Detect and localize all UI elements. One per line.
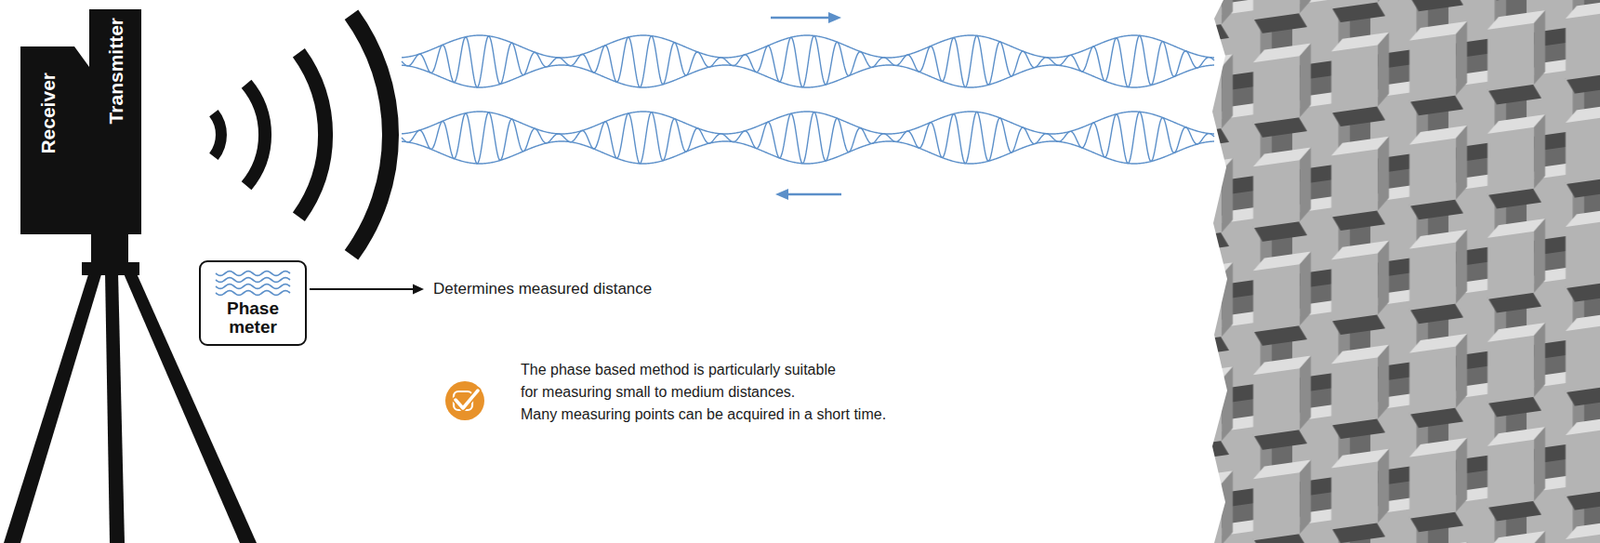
- method-note: The phase based method is particularly s…: [520, 358, 847, 404]
- modulated-waves-part: [401, 111, 1215, 134]
- phase-meter-box: Phase meter: [198, 260, 307, 346]
- tripod-part: [3, 271, 103, 543]
- receiver-label: Receiver: [38, 72, 58, 155]
- transmitter-label: Transmitter: [105, 17, 126, 124]
- phase-meter-label: Phase meter: [200, 262, 305, 344]
- leader-arrow: [309, 284, 424, 295]
- modulated-waves-part: [401, 35, 1215, 58]
- check-icon: [445, 381, 485, 421]
- check-icon-part: [445, 381, 485, 421]
- check-icon-part: [455, 390, 478, 409]
- modulated-waves-part: [401, 141, 1215, 164]
- total-station: Receiver Transmitter: [20, 9, 142, 235]
- signal-arcs-part: [351, 14, 391, 256]
- modulated-waves: [401, 35, 1215, 164]
- block-wall: [1212, 0, 1600, 543]
- signal-arcs-part: [213, 113, 222, 158]
- direction-arrows-part: [770, 16, 831, 20]
- wave-line: [215, 277, 291, 283]
- direction-arrows-part: [786, 193, 842, 197]
- direction-arrows: [770, 12, 842, 200]
- wave-line: [215, 290, 291, 296]
- signal-arcs-part: [246, 83, 265, 186]
- result-note: Determines measured distance: [433, 277, 652, 301]
- tripod-part: [105, 271, 125, 543]
- direction-arrows-part: [828, 12, 842, 24]
- method-note: Many measuring points can be acquired in…: [520, 403, 921, 426]
- signal-arcs-part: [298, 52, 326, 217]
- check-icon-part: [455, 390, 478, 409]
- instrument-shape: [20, 9, 142, 235]
- direction-arrows-part: [775, 188, 789, 200]
- modulated-waves-part: [401, 35, 1215, 88]
- leader-arrow-part: [309, 288, 415, 291]
- wave-line: [215, 271, 291, 277]
- leader-arrow-part: [412, 284, 424, 295]
- modulated-waves-part: [401, 65, 1215, 88]
- modulated-waves-part: [401, 111, 1215, 164]
- wave-line: [215, 284, 291, 290]
- wave-symbol: [200, 265, 305, 300]
- signal-arcs: [213, 14, 391, 256]
